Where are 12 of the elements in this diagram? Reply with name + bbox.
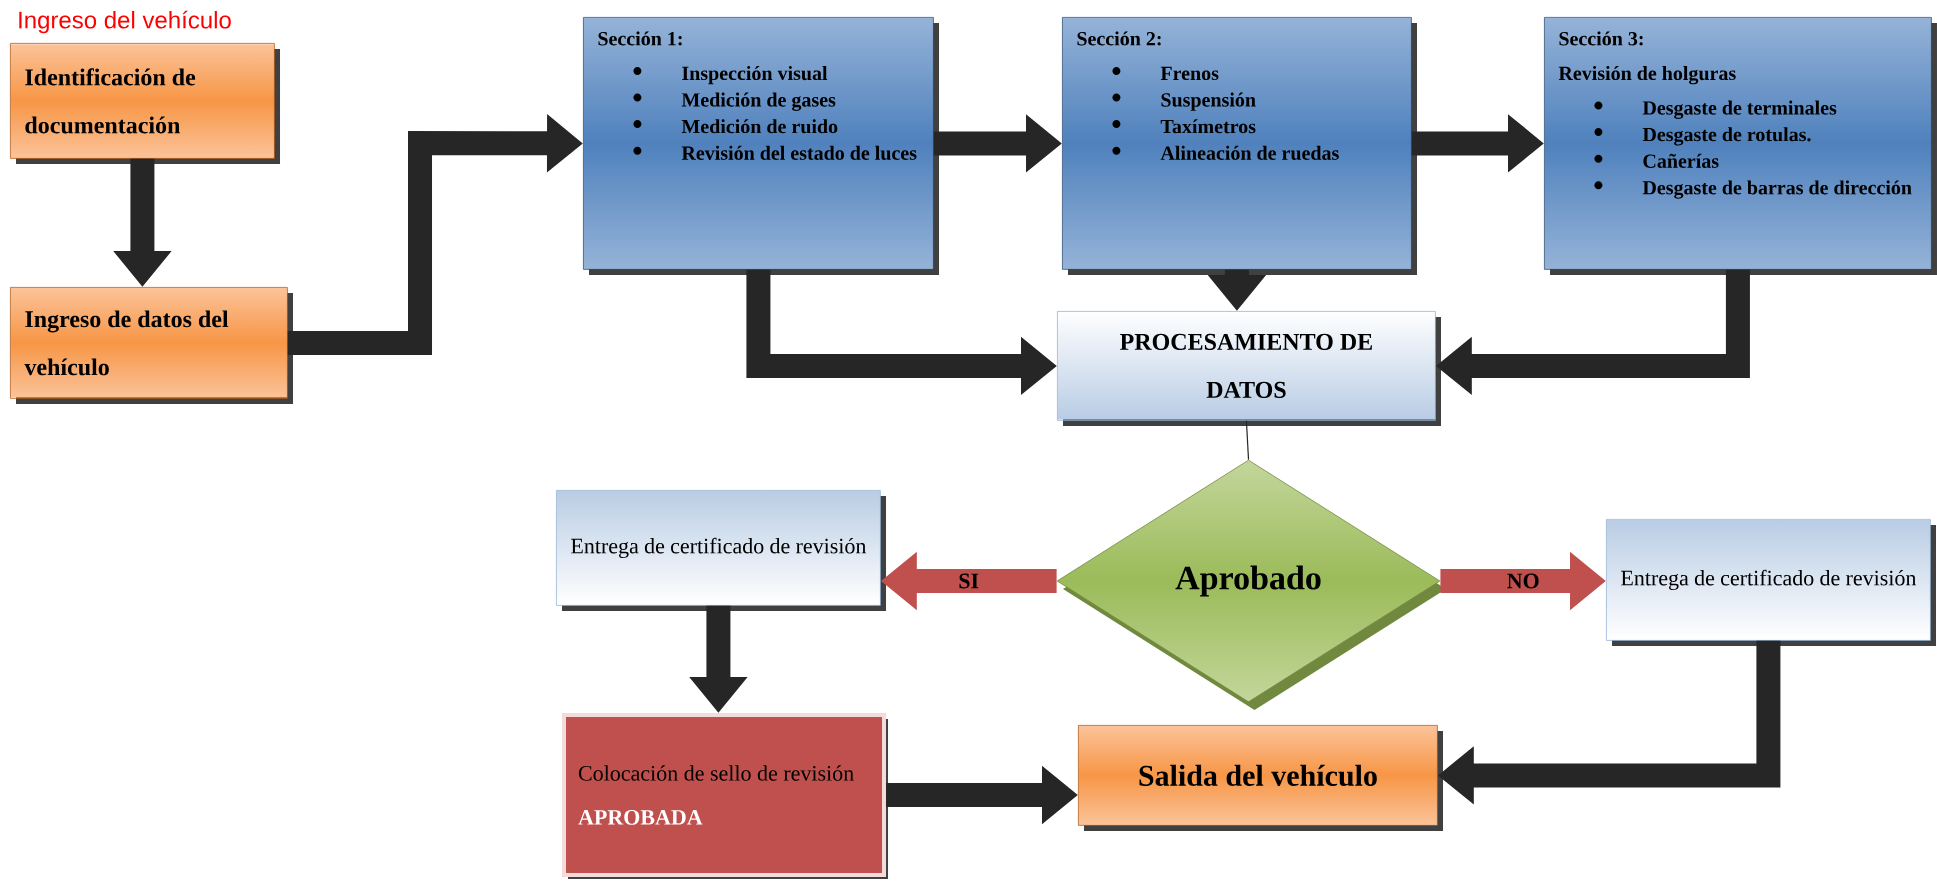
process-box: Salida del vehículo [1078,725,1443,831]
section-box: Sección 1: Inspección visual Medición de gases Medición de ruido Revisión del estado de luces [583,17,939,275]
section-box: Sección 2: Frenos Suspensión Taxímetros Alineación de ruedas [1062,17,1417,275]
heading-text: Ingreso del vehículo [19,10,231,34]
process-box: Colocación de sello de revisión APROBADA [562,713,888,879]
process-box: Identificación de documentación [10,43,280,164]
document-box: Entrega de certificado de revisión [1606,519,1936,646]
process-box: Ingreso de datos del vehículo [10,287,293,404]
process-box: PROCESAMIENTO DE DATOS [1057,311,1441,426]
document-box: Entrega de certificado de revisión [556,490,886,611]
connector-line [1245,420,1250,461]
section-box: Sección 3: Revisión de holguras Desgaste de terminales Desgaste de rotulas. Cañerías Desgaste de barras de dirección [1544,17,1937,275]
